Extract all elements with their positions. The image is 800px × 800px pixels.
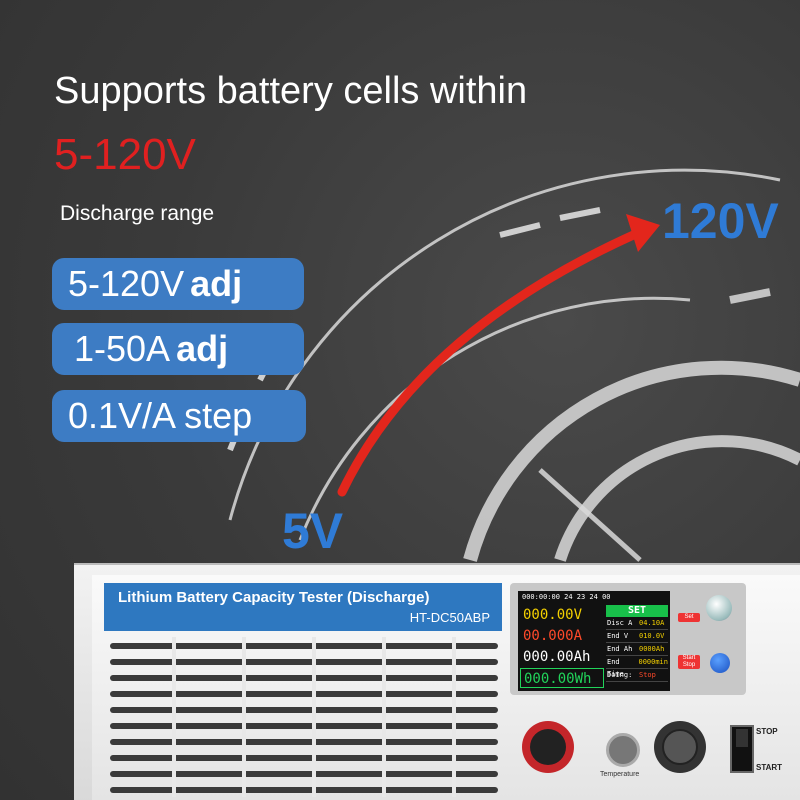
- arrow-label-high: 120V: [662, 193, 779, 249]
- start-stop-button-label: Start Stop: [678, 655, 700, 669]
- ventilation-grille: [110, 637, 498, 797]
- energy-reading: 000.00Wh: [520, 668, 604, 688]
- device-title: Lithium Battery Capacity Tester (Dischar…: [118, 589, 430, 606]
- temperature-port: [606, 733, 640, 767]
- capacity-reading: 000.00Ah: [523, 649, 591, 665]
- spec-step-pill: 0.1V/A step: [52, 390, 306, 442]
- temperature-label: Temperature: [600, 771, 640, 778]
- setting-value: 04.10A: [639, 619, 665, 627]
- setting-value: 0000Ah: [639, 645, 665, 653]
- start-stop-button[interactable]: [710, 653, 730, 673]
- setting-row: End Time 0000min: [606, 656, 668, 678]
- spec-suffix: adj: [176, 328, 229, 369]
- positive-terminal: [522, 721, 574, 773]
- voltage-reading: 000.00V: [523, 607, 583, 623]
- switch-stop-label: STOP: [756, 727, 778, 736]
- range-arrow: [337, 227, 645, 497]
- adjust-knob[interactable]: [706, 595, 732, 621]
- settings-panel: SET Disc A 04.10A End V 010.0V End Ah 0000A…: [606, 605, 668, 689]
- status-row: Doing: Stop: [606, 669, 668, 682]
- status-value: Stop: [639, 671, 656, 679]
- current-reading: 00.000A: [523, 628, 583, 644]
- setting-row: End Ah 0000Ah: [606, 643, 668, 656]
- spec-suffix: adj: [190, 263, 243, 304]
- status-label: Doing:: [607, 671, 633, 679]
- range-arrow-head: [626, 214, 660, 252]
- spec-value: 5-120V: [68, 263, 185, 304]
- setting-row: Disc A 04.10A: [606, 617, 668, 630]
- settings-header: SET: [606, 605, 668, 617]
- headline: Supports battery cells within: [54, 70, 528, 112]
- set-button-label: Set: [678, 613, 700, 622]
- battery-tester-device: Lithium Battery Capacity Tester (Dischar…: [74, 563, 800, 800]
- power-switch[interactable]: [730, 725, 754, 773]
- device-front-panel: Lithium Battery Capacity Tester (Dischar…: [92, 575, 800, 800]
- setting-value: 0000min: [638, 658, 668, 666]
- device-title-band: Lithium Battery Capacity Tester (Dischar…: [104, 583, 502, 631]
- setting-row: End V 010.0V: [606, 630, 668, 643]
- negative-terminal: [654, 721, 706, 773]
- status-bar: 000:00:00 24 23 24 00: [522, 593, 611, 601]
- spec-value: 1-50A: [74, 328, 171, 369]
- setting-value: 010.0V: [639, 632, 665, 640]
- spec-value: 0.1V/A step: [68, 395, 253, 436]
- discharge-range-label: Discharge range: [60, 202, 215, 225]
- switch-start-label: START: [756, 763, 783, 772]
- device-model: HT-DC50ABP: [409, 610, 490, 625]
- setting-label: Disc A: [607, 619, 633, 627]
- setting-label: End V: [607, 632, 629, 640]
- control-panel: 000:00:00 24 23 24 00 000.00V 00.000A 00…: [510, 583, 746, 695]
- arrow-label-low: 5V: [282, 503, 344, 559]
- setting-label: End Ah: [607, 645, 633, 653]
- lcd-screen: 000:00:00 24 23 24 00 000.00V 00.000A 00…: [518, 591, 670, 691]
- setting-label: End Time: [607, 658, 624, 678]
- voltage-range: 5-120V: [54, 130, 196, 179]
